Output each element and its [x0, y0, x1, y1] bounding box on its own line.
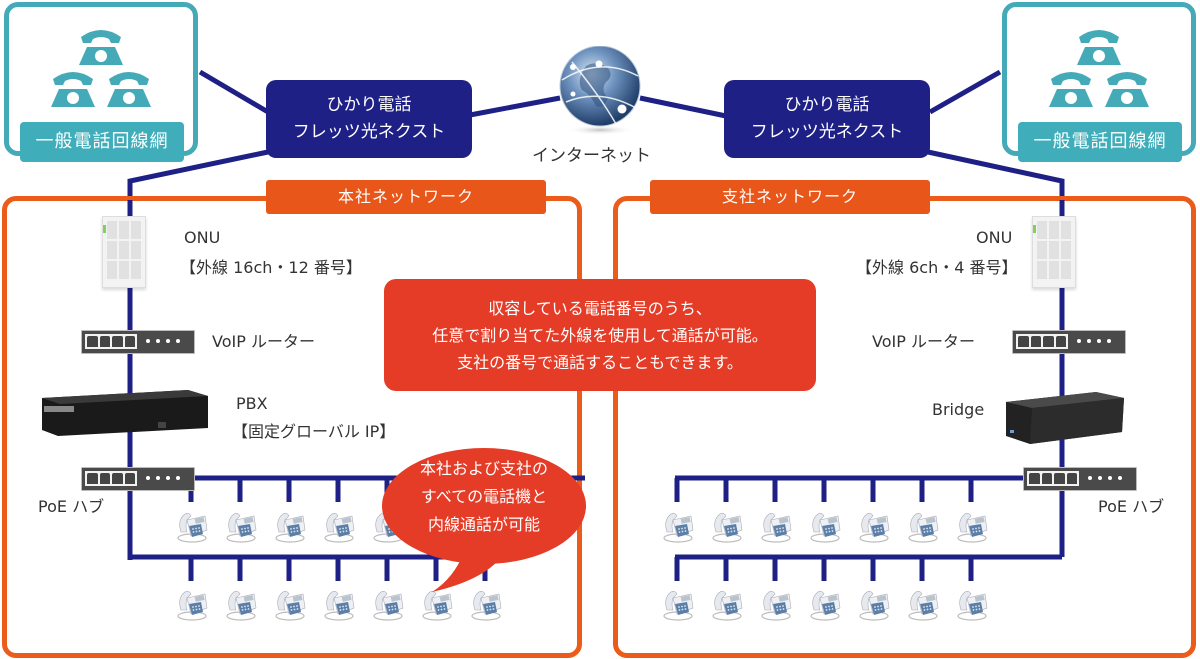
ip-phone-icon — [469, 586, 505, 622]
ip-phone-icon — [759, 508, 795, 544]
ip-phone-icon — [175, 508, 211, 544]
ip-phone-icon — [661, 586, 697, 622]
bubble-line3: 内線通話が可能 — [427, 515, 540, 534]
branch-poe-hub — [1023, 467, 1137, 491]
branch-bridge-label: Bridge — [932, 400, 985, 419]
main-callout-line3: 支社の番号で通話することもできます。 — [457, 352, 743, 372]
telephone-icon — [51, 30, 151, 107]
ip-phone-icon — [955, 586, 991, 622]
extension-call-bubble-shape — [382, 448, 586, 592]
bubble-line1: 本社および支社の — [419, 459, 548, 478]
branch-onu-name: ONU — [976, 228, 1013, 247]
carrier-right-box: ひかり電話 フレッツ光ネクスト — [724, 80, 930, 158]
ip-phone-icon — [906, 586, 942, 622]
ip-phone-icon — [322, 508, 358, 544]
ip-phone-icon — [224, 586, 260, 622]
carrier-left-box: ひかり電話 フレッツ光ネクスト — [266, 80, 472, 158]
hq-pbx-device — [42, 390, 208, 436]
ip-phone-icon — [175, 586, 211, 622]
hq-hub-label: PoE ハブ — [38, 497, 105, 516]
telephone-icon — [1049, 30, 1149, 107]
pstn-left-label: 一般電話回線網 — [20, 122, 184, 162]
branch-onu-detail: 【外線 6ch・4 番号】 — [856, 258, 1018, 277]
hq-onu-name: ONU — [184, 228, 221, 247]
ip-phone-icon — [808, 586, 844, 622]
ip-phone-icon — [273, 508, 309, 544]
hq-network-title: 本社ネットワーク — [266, 180, 546, 214]
carrier-right-line1: ひかり電話 — [784, 95, 870, 115]
ip-phone-icon — [955, 508, 991, 544]
ip-phone-icon — [710, 586, 746, 622]
carrier-left-line2: フレッツ光ネクスト — [292, 122, 446, 142]
wire-carrier-left-internet — [469, 95, 561, 118]
wire-carrier-right-internet — [639, 95, 727, 119]
branch-onu-device — [1032, 216, 1076, 288]
hq-voip-router — [81, 330, 195, 354]
main-callout-line2: 任意で割り当てた外線を使用して通話が可能。 — [432, 325, 768, 345]
globe-icon — [559, 46, 641, 135]
bubble-line2: すべての電話機と — [420, 487, 548, 506]
ip-phone-icon — [857, 586, 893, 622]
ip-phone-icon — [371, 586, 407, 622]
ip-phone-icon — [759, 586, 795, 622]
hq-poe-hub — [81, 467, 195, 491]
wire-pstn-left — [198, 69, 270, 115]
branch-bridge-device — [1006, 392, 1124, 444]
main-callout-line1: 収容している電話番号のうち、 — [488, 298, 712, 318]
ip-phone-icon — [661, 508, 697, 544]
ip-phone-icon — [224, 508, 260, 544]
main-callout: 収容している電話番号のうち、 任意で割り当てた外線を使用して通話が可能。 支社の… — [384, 279, 816, 391]
carrier-right-line2: フレッツ光ネクスト — [750, 122, 904, 142]
wire-pstn-right — [928, 69, 1002, 115]
branch-hub-label: PoE ハブ — [1098, 497, 1165, 516]
branch-voip-router — [1012, 330, 1126, 354]
hq-pbx-name: PBX — [236, 394, 268, 413]
hq-router-label: VoIP ルーター — [212, 332, 315, 351]
ip-phone-icon — [710, 508, 746, 544]
internet-label: インターネット — [532, 146, 651, 166]
hq-onu-device — [102, 216, 146, 288]
extension-call-bubble: 本社および支社の すべての電話機と 内線通話が可能 — [384, 455, 584, 539]
ip-phone-icon — [857, 508, 893, 544]
ip-phone-icon — [273, 586, 309, 622]
pstn-right-label: 一般電話回線網 — [1018, 122, 1182, 162]
ip-phone-icon — [420, 586, 456, 622]
branch-network-title: 支社ネットワーク — [650, 180, 930, 214]
carrier-left-line1: ひかり電話 — [326, 95, 412, 115]
hq-onu-detail: 【外線 16ch・12 番号】 — [180, 258, 362, 277]
ip-phone-icon — [906, 508, 942, 544]
ip-phone-icon — [808, 508, 844, 544]
branch-router-label: VoIP ルーター — [872, 332, 975, 351]
hq-pbx-detail: 【固定グローバル IP】 — [232, 422, 396, 441]
ip-phone-icon — [322, 586, 358, 622]
